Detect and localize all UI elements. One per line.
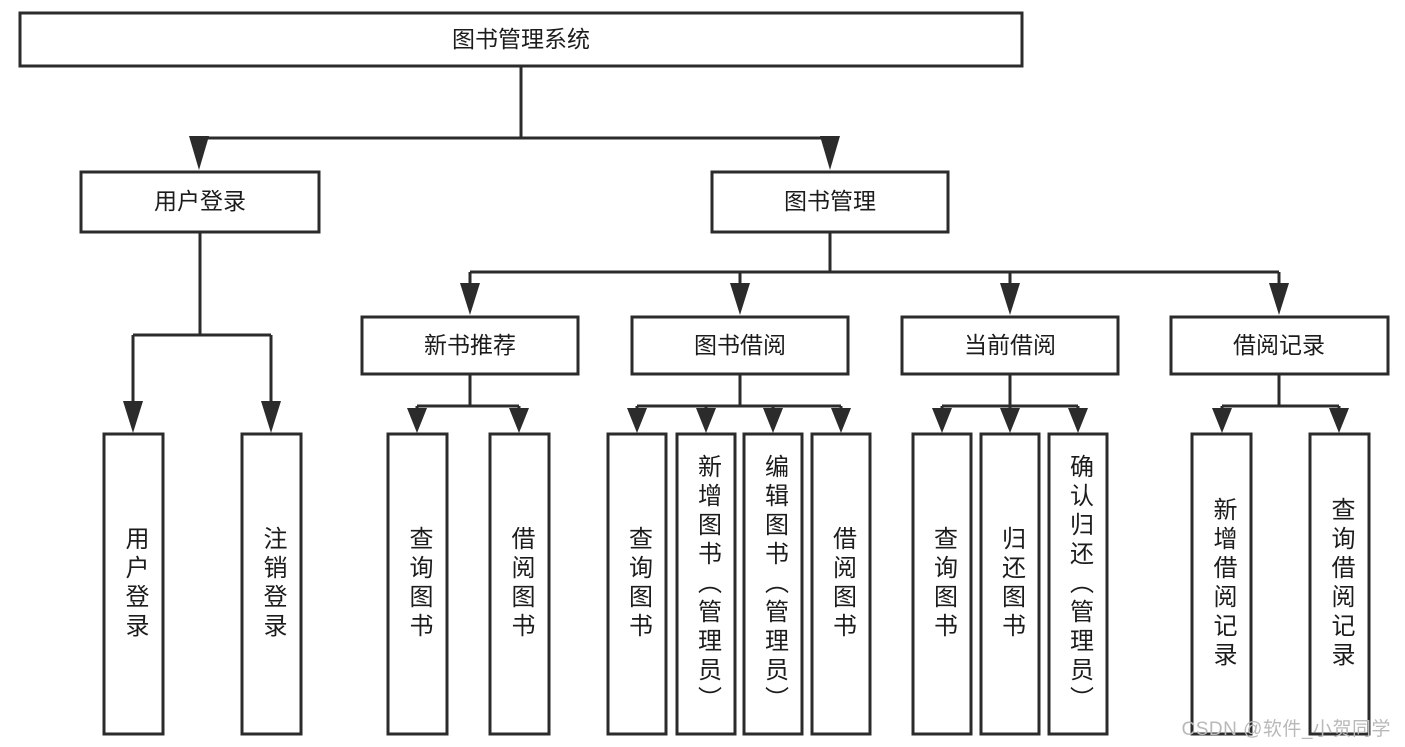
arrow-bb-leaf-1	[627, 408, 647, 433]
leaf-box-bb-1	[606, 432, 668, 736]
connector-root-bus	[189, 66, 840, 170]
node-current-borrow: 当前借阅	[900, 315, 1120, 376]
user-login-label: 用户登录	[154, 188, 246, 214]
leaf-box-br-2	[1308, 432, 1371, 736]
borrow-record-box	[1169, 315, 1390, 376]
book-manage-label: 图书管理	[784, 188, 876, 214]
root-label: 图书管理系统	[452, 26, 590, 52]
csdn-watermark: CSDN @软件_小贺同学	[1181, 719, 1391, 740]
arrow-to-book-manage	[820, 136, 840, 170]
book-borrow-label: 图书借阅	[694, 332, 786, 358]
leaf-box-cb-2	[979, 432, 1041, 736]
leaf-box-br-1	[1190, 432, 1253, 736]
leaf-box-cb-3	[1047, 432, 1109, 736]
leaf-box-cb-1	[911, 432, 973, 736]
arrow-to-leaf-user-login	[123, 401, 143, 433]
root-box	[18, 11, 1024, 68]
leaf-box-bb-2	[675, 432, 737, 736]
node-borrow-record: 借阅记录	[1169, 315, 1390, 376]
connector-book-borrow-leaves	[627, 374, 851, 433]
arrow-to-user-login	[189, 136, 209, 170]
connector-book-manage-bus	[460, 232, 1289, 315]
node-book-manage: 图书管理	[710, 170, 950, 234]
leaf-box-bb-4	[810, 432, 872, 736]
current-borrow-box	[900, 315, 1120, 376]
book-borrow-box	[630, 315, 850, 376]
connector-borrow-record-leaves	[1212, 374, 1349, 433]
borrow-record-label: 借阅记录	[1233, 332, 1325, 358]
arrow-cb-leaf-2	[1000, 408, 1020, 433]
arrow-nbr-leaf-1	[407, 408, 427, 433]
node-root: 图书管理系统	[18, 11, 1024, 68]
current-borrow-label: 当前借阅	[964, 332, 1056, 358]
node-book-borrow: 图书借阅	[630, 315, 850, 376]
arrow-bb-leaf-4	[831, 408, 851, 433]
node-user-login: 用户登录	[79, 170, 321, 234]
arrow-to-new-book-recommend	[460, 283, 480, 315]
book-manage-box	[710, 170, 950, 234]
leaf-box-user-login-2	[240, 432, 303, 736]
arrow-cb-leaf-1	[932, 408, 952, 433]
arrow-br-leaf-1	[1212, 408, 1232, 433]
connector-new-book-recommend-leaves	[407, 374, 529, 433]
leaf-box-bb-3	[742, 432, 804, 736]
arrow-br-leaf-2	[1329, 408, 1349, 433]
new-book-recommend-box	[360, 315, 580, 376]
arrow-to-current-borrow	[1000, 283, 1020, 315]
arrow-nbr-leaf-2	[509, 408, 529, 433]
arrow-bb-leaf-3	[763, 408, 783, 433]
arrow-bb-leaf-2	[696, 408, 716, 433]
arrow-cb-leaf-3	[1068, 408, 1088, 433]
connector-current-borrow-leaves	[932, 374, 1088, 433]
leaf-box-nbr-2	[488, 432, 551, 736]
arrow-to-borrow-record	[1269, 283, 1289, 315]
arrow-to-book-borrow	[730, 283, 750, 315]
new-book-recommend-label: 新书推荐	[424, 332, 516, 358]
connector-user-login-leaves	[123, 232, 281, 433]
node-new-book-recommend: 新书推荐	[360, 315, 580, 376]
leaf-box-nbr-1	[386, 432, 449, 736]
arrow-to-leaf-logout	[261, 401, 281, 433]
leaf-box-user-login-1	[102, 432, 165, 736]
